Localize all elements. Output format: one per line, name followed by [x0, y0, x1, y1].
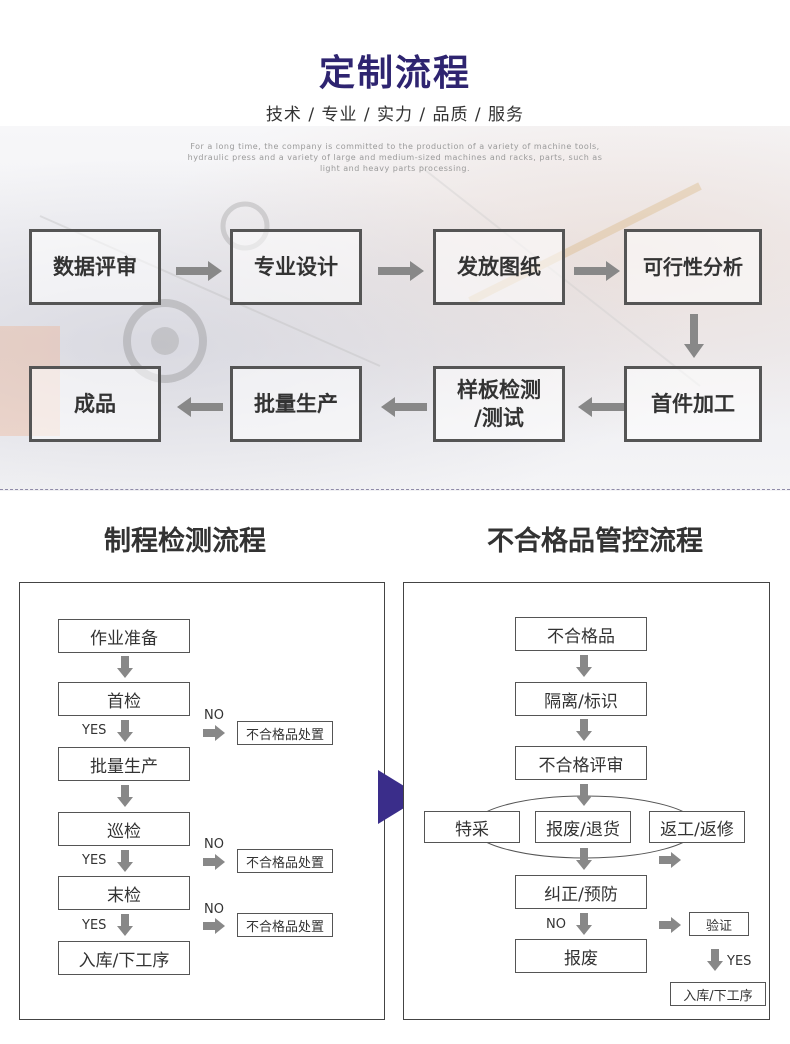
- box-scrap: 报废: [515, 939, 647, 973]
- arrow-down-icon: [576, 784, 592, 806]
- next-pointer-icon: [378, 770, 422, 824]
- intro-line-2: hydraulic press and a variety of large a…: [187, 153, 603, 162]
- arrow-left-icon: [177, 397, 223, 417]
- arrow-down-icon: [117, 785, 133, 807]
- box-nonconforming: 不合格品: [515, 617, 647, 651]
- arrow-right-icon: [176, 261, 222, 281]
- arrow-down-icon: [576, 848, 592, 870]
- nonconforming-handling-box: 不合格品处置: [237, 721, 333, 745]
- box-patrol-inspection: 巡检: [58, 812, 190, 846]
- intro-line-3: light and heavy parts processing.: [319, 164, 471, 173]
- arrow-right-icon: [659, 852, 681, 868]
- intro-line-1: For a long time, the company is committe…: [190, 142, 600, 151]
- arrow-down-icon: [576, 655, 592, 677]
- arrow-down-icon: [576, 913, 592, 935]
- step-data-review: 数据评审: [29, 229, 161, 305]
- no-label: NO: [204, 708, 224, 723]
- box-concession: 特采: [424, 811, 520, 843]
- arrow-right-icon: [203, 918, 225, 934]
- step-issue-drawings: 发放图纸: [433, 229, 565, 305]
- process-inspection-title: 制程检测流程: [104, 526, 266, 557]
- page-title: 定制流程: [318, 53, 471, 94]
- yes-label: YES: [82, 723, 107, 738]
- arrow-right-icon: [659, 917, 681, 933]
- step-finished-product: 成品: [29, 366, 161, 442]
- arrow-down-icon: [117, 850, 133, 872]
- arrow-right-icon: [203, 725, 225, 741]
- step-professional-design: 专业设计: [230, 229, 362, 305]
- box-verify: 验证: [689, 912, 749, 936]
- yes-label: YES: [727, 954, 752, 969]
- nonconforming-control-title: 不合格品管控流程: [487, 526, 703, 557]
- no-label: NO: [204, 837, 224, 852]
- box-warehouse-next-right: 入库/下工序: [670, 982, 766, 1006]
- box-rework-repair: 返工/返修: [649, 811, 745, 843]
- arrow-down-icon: [117, 720, 133, 742]
- no-label: NO: [546, 917, 566, 932]
- arrow-right-icon: [378, 261, 424, 281]
- section-divider: [0, 489, 790, 490]
- yes-label: YES: [82, 853, 107, 868]
- arrow-left-icon: [381, 397, 427, 417]
- arrow-down-icon: [684, 314, 704, 358]
- arrow-down-icon: [117, 656, 133, 678]
- no-label: NO: [204, 902, 224, 917]
- arrow-right-icon: [574, 261, 620, 281]
- nonconforming-handling-box: 不合格品处置: [237, 849, 333, 873]
- page-subtitle: 技术 / 专业 / 实力 / 品质 / 服务: [265, 105, 525, 125]
- step-mass-production: 批量生产: [230, 366, 362, 442]
- arrow-right-icon: [203, 854, 225, 870]
- box-nonconforming-review: 不合格评审: [515, 746, 647, 780]
- box-warehouse-next: 入库/下工序: [58, 941, 190, 975]
- box-first-inspection: 首检: [58, 682, 190, 716]
- box-batch-production: 批量生产: [58, 747, 190, 781]
- arrow-down-icon: [576, 719, 592, 741]
- step-feasibility-analysis: 可行性分析: [624, 229, 762, 305]
- yes-label: YES: [82, 918, 107, 933]
- box-correct-prevent: 纠正/预防: [515, 875, 647, 909]
- box-isolate-mark: 隔离/标识: [515, 682, 647, 716]
- box-scrap-return: 报废/退货: [535, 811, 631, 843]
- box-job-prep: 作业准备: [58, 619, 190, 653]
- step-sample-test: 样板检测 /测试: [433, 366, 565, 442]
- arrow-down-icon: [117, 914, 133, 936]
- intro-text: For a long time, the company is committe…: [150, 141, 640, 174]
- box-final-inspection: 末检: [58, 876, 190, 910]
- nonconforming-handling-box: 不合格品处置: [237, 913, 333, 937]
- arrow-down-icon: [707, 949, 723, 971]
- arrow-left-icon: [578, 397, 624, 417]
- step-first-piece: 首件加工: [624, 366, 762, 442]
